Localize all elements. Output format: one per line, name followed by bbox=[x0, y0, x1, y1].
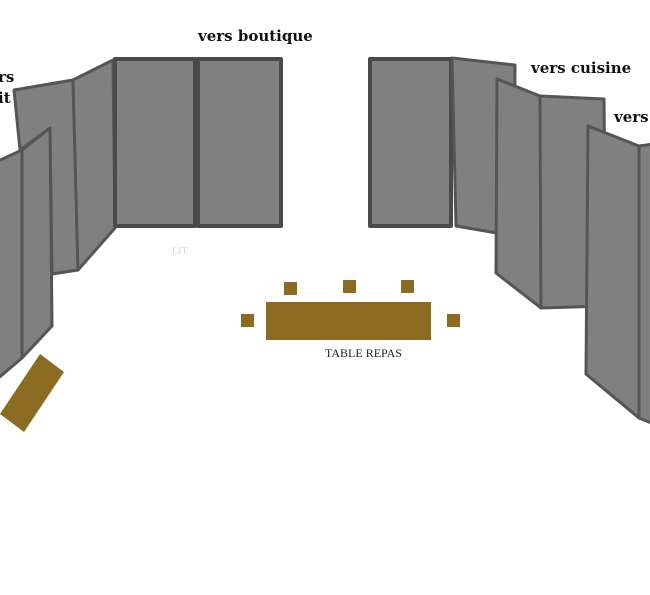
label-cut-left-2: it bbox=[0, 89, 11, 107]
chair-top-right bbox=[401, 280, 414, 293]
left-panel-front-b bbox=[20, 126, 54, 360]
center-right-panel bbox=[368, 57, 453, 228]
far-right-partition-group bbox=[584, 124, 650, 425]
left-panel-front-a bbox=[0, 148, 24, 379]
chair-left bbox=[241, 314, 254, 327]
dining-set bbox=[241, 280, 460, 340]
label-vers-cut-right: vers c bbox=[613, 108, 650, 126]
cuisine-panel-angled bbox=[494, 77, 543, 310]
label-vers-boutique: vers boutique bbox=[197, 27, 313, 45]
far-right-panel-angled bbox=[584, 124, 641, 420]
center-right-partition-group bbox=[368, 56, 517, 238]
chair-top-middle bbox=[343, 280, 356, 293]
label-lit: LIT bbox=[172, 246, 188, 257]
boutique-partition-group bbox=[113, 57, 283, 228]
chair-top-left bbox=[284, 282, 297, 295]
label-cut-left-1: rs bbox=[0, 68, 14, 86]
label-table-repas: TABLE REPAS bbox=[325, 346, 402, 360]
left-panel-angled bbox=[71, 58, 117, 272]
far-right-panel-edge bbox=[637, 143, 650, 425]
chair-right bbox=[447, 314, 460, 327]
dining-table bbox=[266, 302, 431, 340]
left-partition-group bbox=[0, 58, 117, 379]
bench bbox=[0, 354, 64, 432]
boutique-panel-right bbox=[196, 57, 283, 228]
label-vers-cuisine: vers cuisine bbox=[530, 59, 631, 77]
boutique-panel-left bbox=[113, 57, 197, 228]
